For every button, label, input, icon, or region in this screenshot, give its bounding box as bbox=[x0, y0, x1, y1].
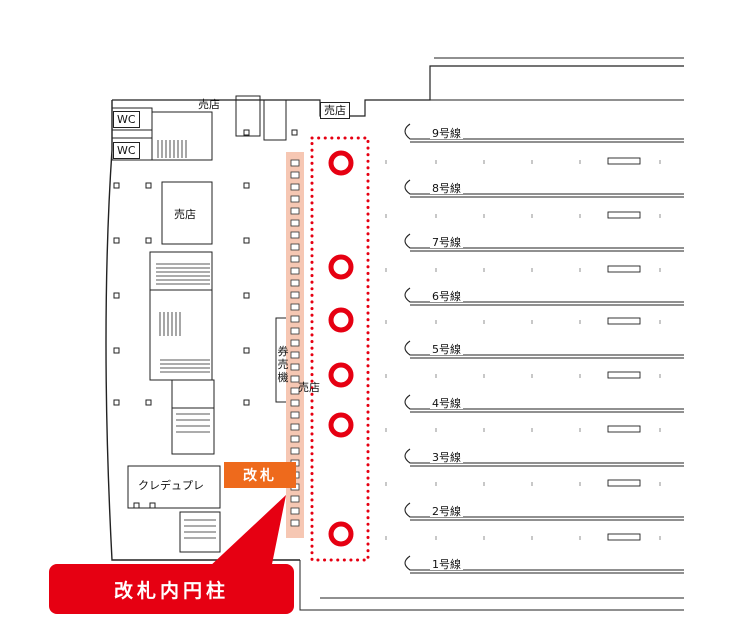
gate-label: 改札 bbox=[224, 462, 296, 488]
platform-tracks bbox=[404, 123, 684, 574]
callout-pointer bbox=[208, 495, 286, 574]
ticket-machine-label: 券売機 bbox=[277, 345, 289, 384]
track-label-1: 1号線 bbox=[430, 558, 463, 571]
track-label-5: 5号線 bbox=[430, 343, 463, 356]
platform-benches bbox=[607, 157, 641, 541]
ticket-gates bbox=[290, 159, 300, 527]
pillar-markers bbox=[328, 150, 354, 547]
pillar-marker bbox=[328, 362, 354, 388]
track-label-9: 9号線 bbox=[430, 127, 463, 140]
track-label-4: 4号線 bbox=[430, 397, 463, 410]
platform-column-marks bbox=[385, 160, 661, 540]
track-label-8: 8号線 bbox=[430, 182, 463, 195]
shop-label-mid: 売店 bbox=[174, 208, 196, 221]
pillar-marker bbox=[328, 254, 354, 280]
track-label-6: 6号線 bbox=[430, 290, 463, 303]
stair-hatching bbox=[156, 140, 216, 539]
pillar-marker bbox=[328, 150, 354, 176]
pillar-zone-dotted bbox=[310, 136, 370, 562]
pillar-marker bbox=[328, 521, 354, 547]
track-label-7: 7号線 bbox=[430, 236, 463, 249]
track-label-2: 2号線 bbox=[430, 505, 463, 518]
shop-label-top-right: 売店 bbox=[320, 102, 350, 119]
left-facilities bbox=[111, 95, 287, 553]
bottom-wall bbox=[299, 560, 684, 611]
track-label-3: 3号線 bbox=[430, 451, 463, 464]
column-squares bbox=[113, 129, 298, 509]
shop-label-top-left: 売店 bbox=[198, 98, 220, 111]
pillar-marker bbox=[328, 412, 354, 438]
callout-label: 改札内円柱 bbox=[49, 564, 294, 614]
building-outline bbox=[105, 100, 300, 561]
creperie-label: クレデュプレ bbox=[138, 479, 204, 492]
shop-label-concourse: 売店 bbox=[298, 381, 320, 394]
pillar-marker bbox=[328, 307, 354, 333]
wc-label-upper: WC bbox=[113, 111, 140, 128]
wc-label-lower: WC bbox=[113, 142, 140, 159]
